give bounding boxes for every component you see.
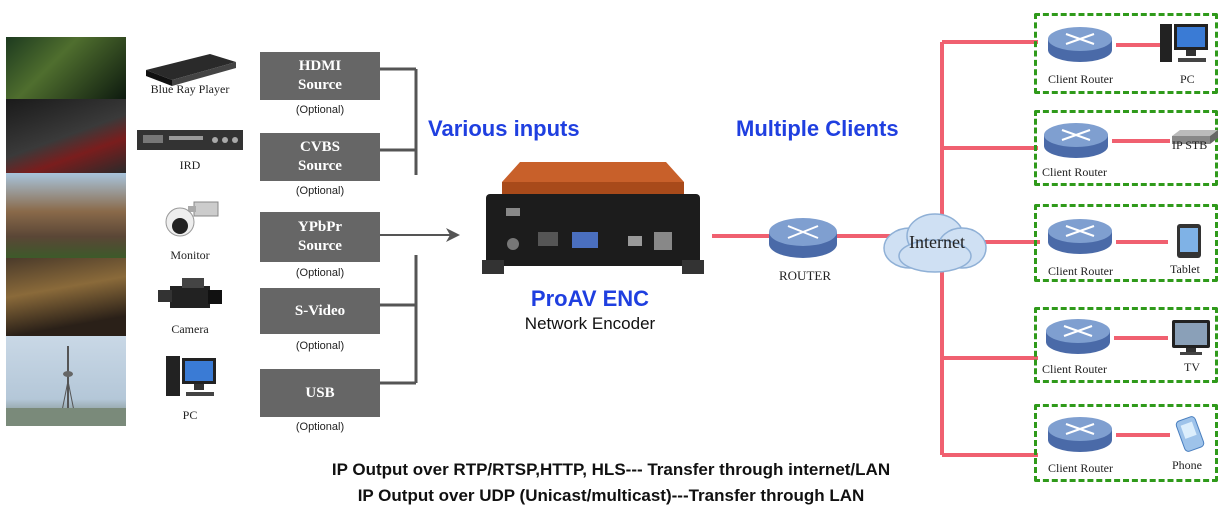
client-device-label-phone: Phone	[1172, 458, 1202, 472]
source-ypbpr-line1: YPbPr	[297, 219, 343, 235]
set-top-box-icon	[1172, 130, 1218, 144]
router-icon	[769, 218, 837, 258]
device-label-monitor: Monitor	[170, 248, 210, 262]
source-hdmi-line2: Source	[298, 77, 342, 93]
tv-icon	[1172, 320, 1210, 355]
encoder-device-icon	[482, 162, 704, 274]
client-box-phone	[1034, 404, 1218, 482]
client-router-icon	[1044, 123, 1108, 158]
device-label-pc: PC	[182, 408, 198, 422]
ptz-camera-icon	[165, 201, 219, 237]
client-router-label-5: Client Router	[1048, 461, 1113, 475]
router-label: ROUTER	[779, 268, 831, 283]
photo-conference-room	[6, 258, 126, 336]
source-box-svideo: S-Video	[260, 288, 380, 334]
client-router-icon	[1048, 27, 1112, 62]
internet-label: Internet	[909, 232, 965, 252]
multiple-clients-heading: Multiple Clients	[736, 116, 899, 141]
photo-tower-skyline	[6, 336, 126, 426]
source-box-ypbpr: YPbPr Source	[260, 212, 380, 262]
photo-movie-scene	[6, 37, 126, 99]
phone-icon	[1175, 416, 1205, 452]
footer-line-2: IP Output over UDP (Unicast/multicast)--…	[357, 486, 865, 505]
desktop-pc-icon	[1160, 24, 1208, 62]
ird-receiver-icon	[137, 130, 243, 150]
client-box-ipstb	[1034, 110, 1218, 186]
source-svideo-line1: S-Video	[294, 302, 346, 319]
encoder-name: ProAV ENC	[530, 286, 650, 311]
client-router-icon	[1046, 319, 1110, 354]
encoder-subtitle: Network Encoder	[524, 314, 656, 333]
source-hdmi-optional: (Optional)	[295, 104, 345, 116]
client-router-label-4: Client Router	[1042, 362, 1107, 376]
source-ypbpr-optional: (Optional)	[295, 267, 345, 279]
device-label-ird: IRD	[179, 158, 201, 172]
client-box-pc	[1034, 13, 1218, 94]
internet-cloud-icon	[883, 213, 987, 273]
camcorder-icon	[158, 278, 222, 308]
source-cvbs-line1: CVBS	[299, 139, 340, 155]
source-box-usb: USB	[260, 369, 380, 417]
client-router-icon	[1048, 219, 1112, 254]
client-box-tablet	[1034, 204, 1218, 282]
photo-car-horse	[6, 99, 126, 173]
source-cvbs-line2: Source	[298, 158, 342, 174]
device-label-camera: Camera	[171, 322, 209, 336]
client-router-label-2: Client Router	[1042, 165, 1107, 179]
desktop-pc-icon	[166, 356, 216, 396]
source-box-cvbs: CVBS Source	[260, 133, 380, 181]
client-device-label-ipstb: IP STB	[1172, 138, 1208, 152]
blu-ray-player-icon	[146, 54, 236, 86]
input-bracket-connector	[380, 67, 460, 385]
client-router-icon	[1048, 417, 1112, 452]
source-usb-optional: (Optional)	[295, 421, 345, 433]
client-device-label-tablet: Tablet	[1170, 262, 1200, 276]
client-device-label-pc: PC	[1180, 72, 1195, 86]
client-router-label-3: Client Router	[1048, 264, 1113, 278]
tower-icon	[6, 346, 126, 426]
device-label-blu-ray: Blue Ray Player	[150, 82, 230, 96]
source-box-hdmi: HDMI Source	[260, 52, 380, 100]
client-device-label-tv: TV	[1184, 360, 1200, 374]
footer-line-1: IP Output over RTP/RTSP,HTTP, HLS--- Tra…	[331, 460, 891, 479]
client-router-label-1: Client Router	[1048, 72, 1113, 86]
various-inputs-heading: Various inputs	[428, 116, 580, 141]
source-usb-line1: USB	[305, 384, 335, 401]
tablet-icon	[1177, 224, 1201, 258]
source-ypbpr-line2: Source	[298, 238, 342, 254]
client-box-tv	[1034, 307, 1218, 383]
source-cvbs-optional: (Optional)	[295, 185, 345, 197]
source-svideo-optional: (Optional)	[295, 340, 345, 352]
photo-house	[6, 173, 126, 258]
source-hdmi-line1: HDMI	[298, 58, 342, 74]
